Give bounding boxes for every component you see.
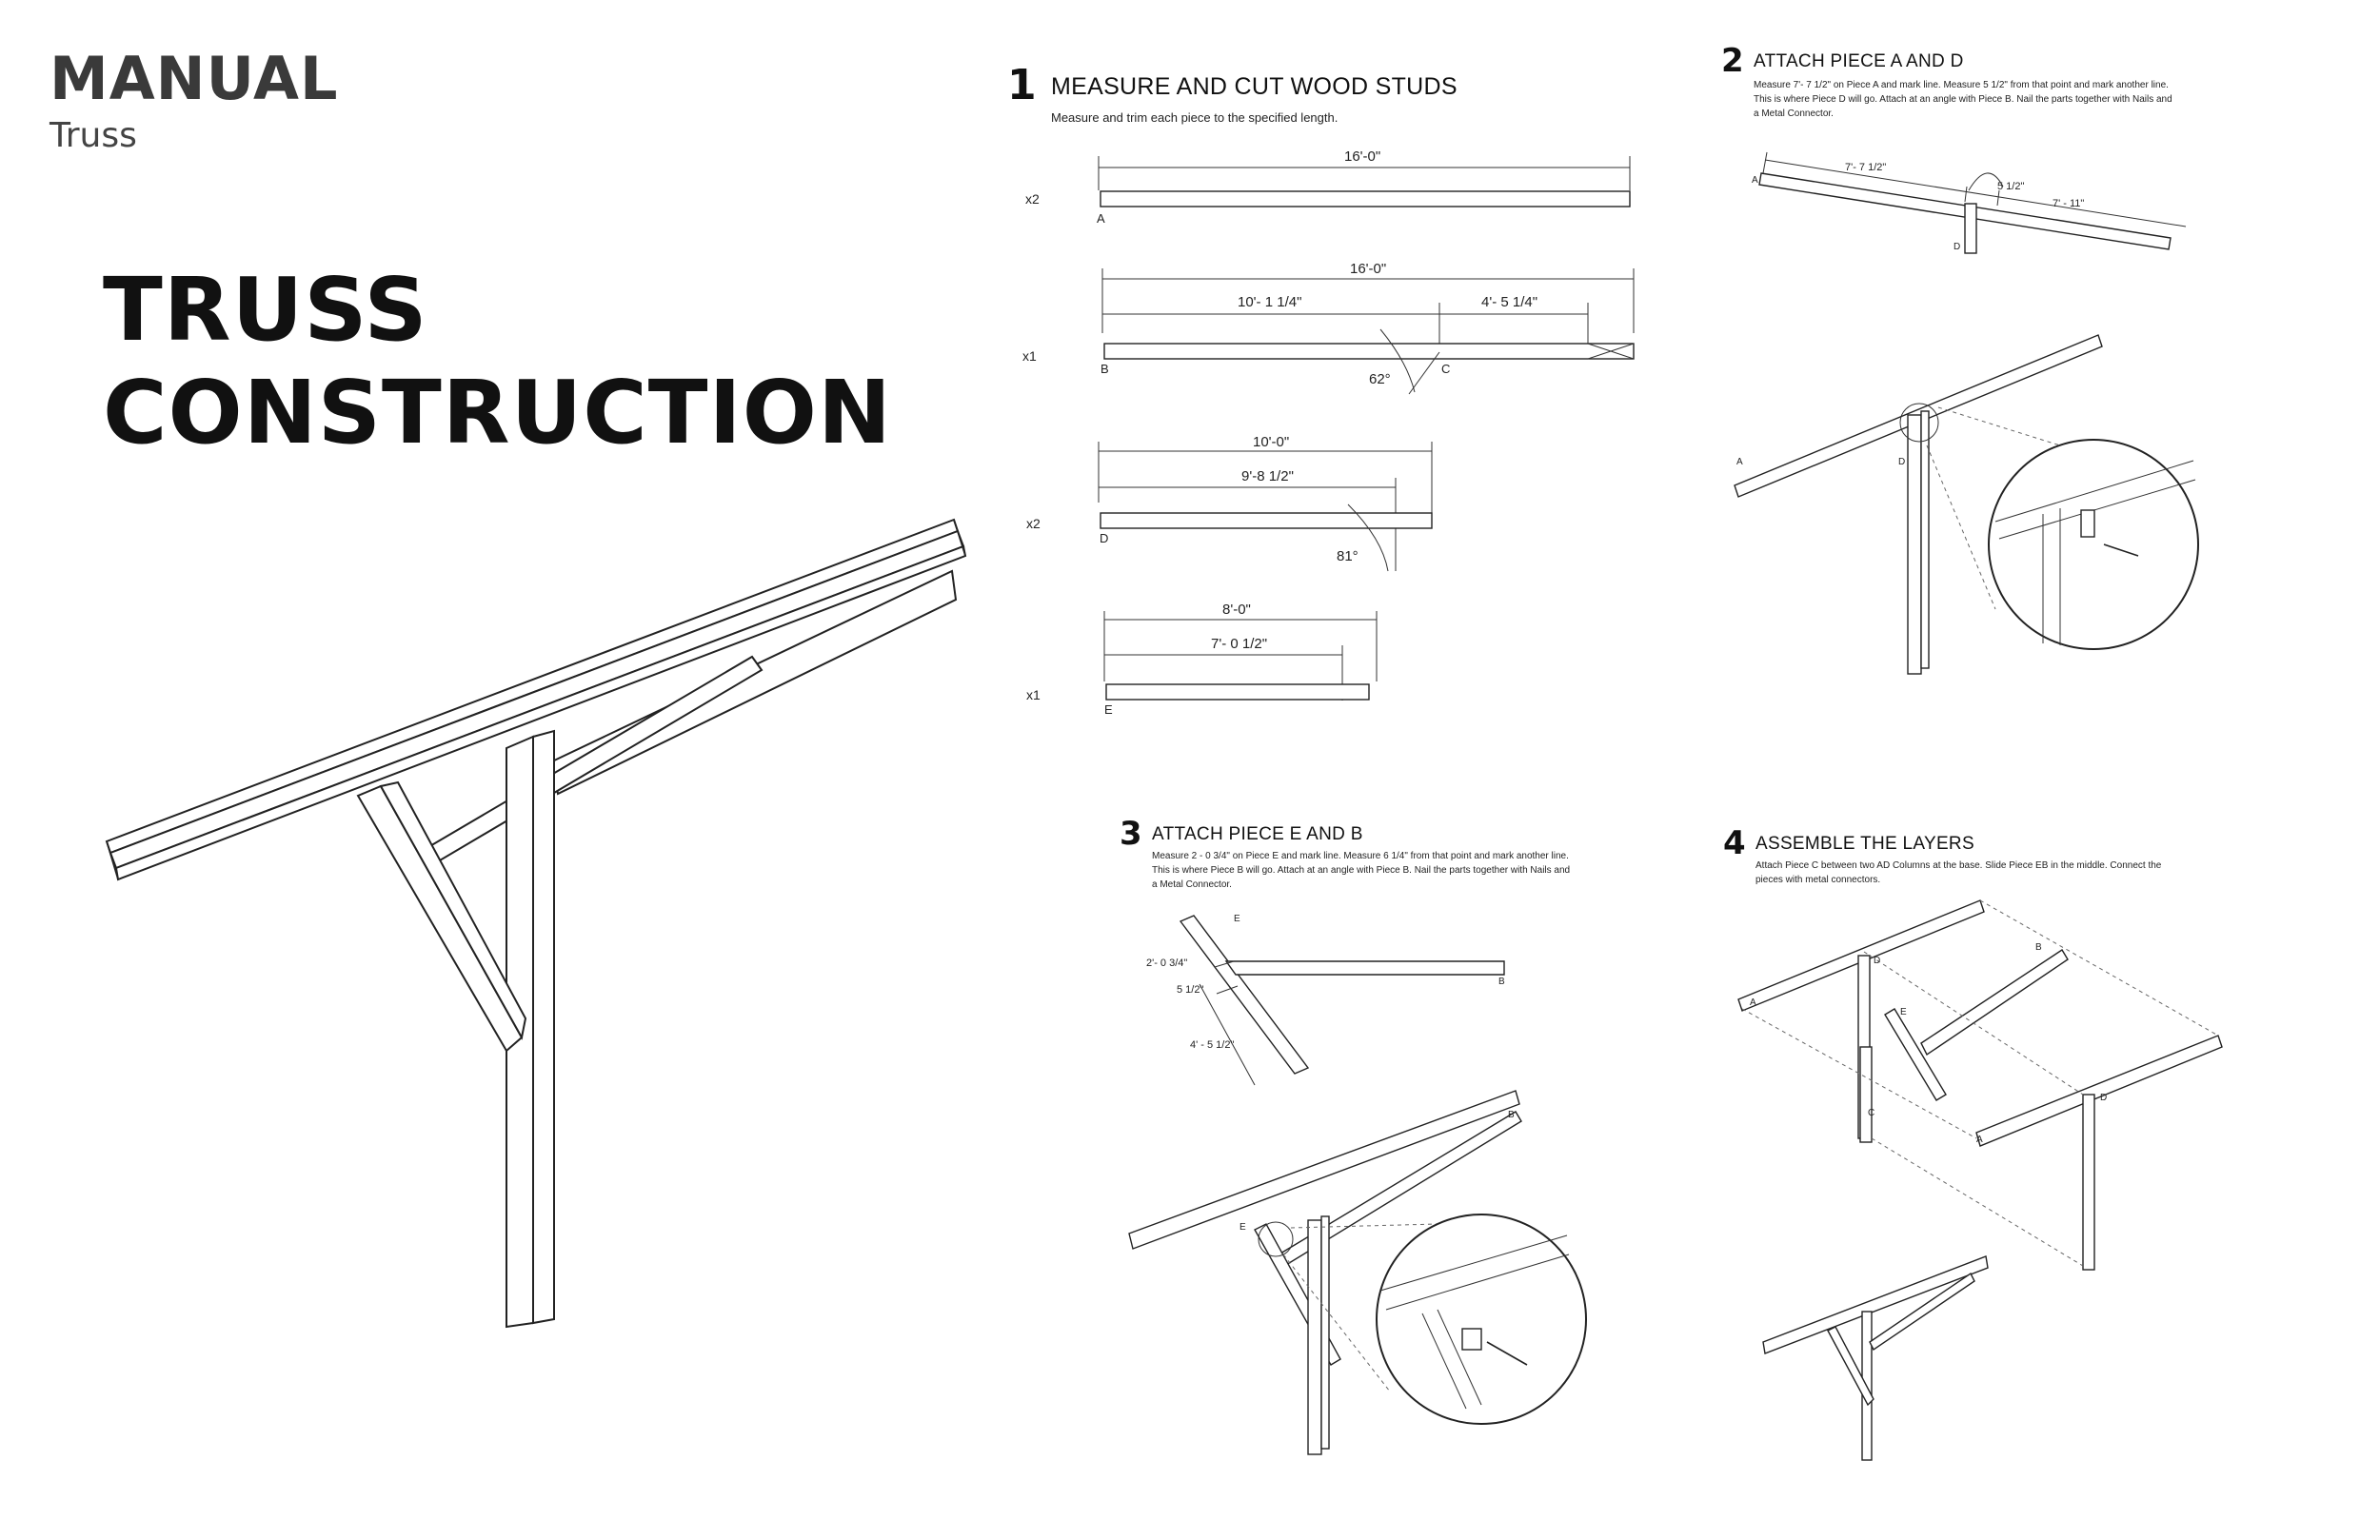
step-3-assembly-label-b: B: [1508, 1110, 1515, 1120]
step-2-description-line-2: This is where Piece D will go. Attach at…: [1754, 94, 2172, 105]
step-3-label-e: E: [1234, 914, 1240, 924]
step-4-title: ASSEMBLE THE LAYERS: [1755, 834, 1974, 854]
step-2-description-line-3: a Metal Connector.: [1754, 109, 1834, 119]
cut-d-label: D: [1100, 531, 1109, 545]
cut-b-segment-2: 4'- 5 1/4": [1481, 294, 1538, 310]
step-2-assembly-label-a: A: [1736, 457, 1743, 467]
step-4-label-d2: D: [2100, 1093, 2108, 1103]
cut-b-total: 16'-0": [1350, 261, 1387, 277]
brand-subtitle: Truss: [50, 116, 137, 155]
brand-title: MANUAL: [50, 44, 339, 113]
step-4-description: Attach Piece C between two AD Columns at…: [1755, 859, 2161, 887]
step-2-assembly-label-d: D: [1898, 457, 1906, 467]
cut-a-quantity: x2: [1025, 191, 1040, 207]
step-3-dim-2: 5 1/2": [1177, 984, 1204, 996]
cut-a-label: A: [1097, 211, 1105, 226]
step-4-label-a1: A: [1750, 997, 1756, 1008]
step-3-dim-1: 2'- 0 3/4": [1146, 958, 1188, 969]
cut-b-quantity: x1: [1022, 348, 1037, 364]
cut-b-label: B: [1101, 362, 1109, 376]
cut-e-total: 8'-0": [1222, 602, 1251, 618]
cut-b-segment-1: 10'- 1 1/4": [1238, 294, 1302, 310]
hero-title-line-2: CONSTRUCTION: [103, 362, 892, 464]
step-2-description: Measure 7'- 7 1/2" on Piece A and mark l…: [1754, 78, 2172, 121]
step-4-description-line-2: pieces with metal connectors.: [1755, 875, 1881, 885]
step-4-label-a2: A: [1976, 1135, 1983, 1145]
hero-title-line-1: TRUSS: [103, 259, 428, 361]
step-4-label-e: E: [1900, 1007, 1907, 1017]
cut-a-total: 16'-0": [1344, 148, 1381, 165]
cut-d-quantity: x2: [1026, 516, 1041, 531]
step-3-label-b: B: [1498, 977, 1505, 987]
step-3-description-line-2: This is where Piece B will go. Attach at…: [1152, 865, 1571, 876]
step-2-label-a: A: [1752, 175, 1758, 186]
step-1-title: MEASURE AND CUT WOOD STUDS: [1051, 73, 1458, 100]
step-2-title: ATTACH PIECE A AND D: [1754, 51, 1964, 71]
cut-d-segment-1: 9'-8 1/2": [1241, 468, 1294, 484]
hero-title: TRUSS CONSTRUCTION: [103, 259, 892, 464]
step-1-number: 1: [1007, 61, 1037, 109]
step-3-description: Measure 2 - 0 3/4" on Piece E and mark l…: [1152, 849, 1570, 892]
step-4-label-c: C: [1868, 1108, 1875, 1118]
step-4-label-b: B: [2035, 942, 2042, 953]
step-3-title: ATTACH PIECE E AND B: [1152, 824, 1363, 844]
step-2-dim-2: 5 1/2": [1997, 181, 2025, 192]
cut-d-total: 10'-0": [1253, 434, 1290, 450]
cut-e-segment-1: 7'- 0 1/2": [1211, 636, 1268, 652]
step-3-description-line-3: a Metal Connector.: [1152, 879, 1232, 890]
step-2-number: 2: [1721, 42, 1744, 80]
cut-d-angle: 81°: [1337, 548, 1359, 564]
cut-e-label: E: [1104, 702, 1113, 717]
step-1-description: Measure and trim each piece to the speci…: [1051, 110, 1339, 125]
step-2-label-d: D: [1954, 242, 1961, 252]
cut-b-angle: 62°: [1369, 371, 1391, 387]
step-4-number: 4: [1723, 824, 1746, 862]
step-2-description-line-1: Measure 7'- 7 1/2" on Piece A and mark l…: [1754, 80, 2169, 90]
cut-c-label: C: [1441, 362, 1451, 376]
step-3-assembly-label-e: E: [1240, 1222, 1246, 1233]
step-4-description-line-1: Attach Piece C between two AD Columns at…: [1755, 860, 2162, 871]
step-3-dim-3: 4' - 5 1/2": [1190, 1039, 1235, 1051]
step-3-description-line-1: Measure 2 - 0 3/4" on Piece E and mark l…: [1152, 851, 1569, 861]
step-2-dim-3: 7' - 11": [2053, 198, 2085, 209]
cut-e-quantity: x1: [1026, 687, 1041, 702]
step-4-label-d1: D: [1874, 956, 1881, 966]
step-2-dim-1: 7'- 7 1/2": [1845, 162, 1887, 173]
step-3-number: 3: [1120, 815, 1142, 853]
